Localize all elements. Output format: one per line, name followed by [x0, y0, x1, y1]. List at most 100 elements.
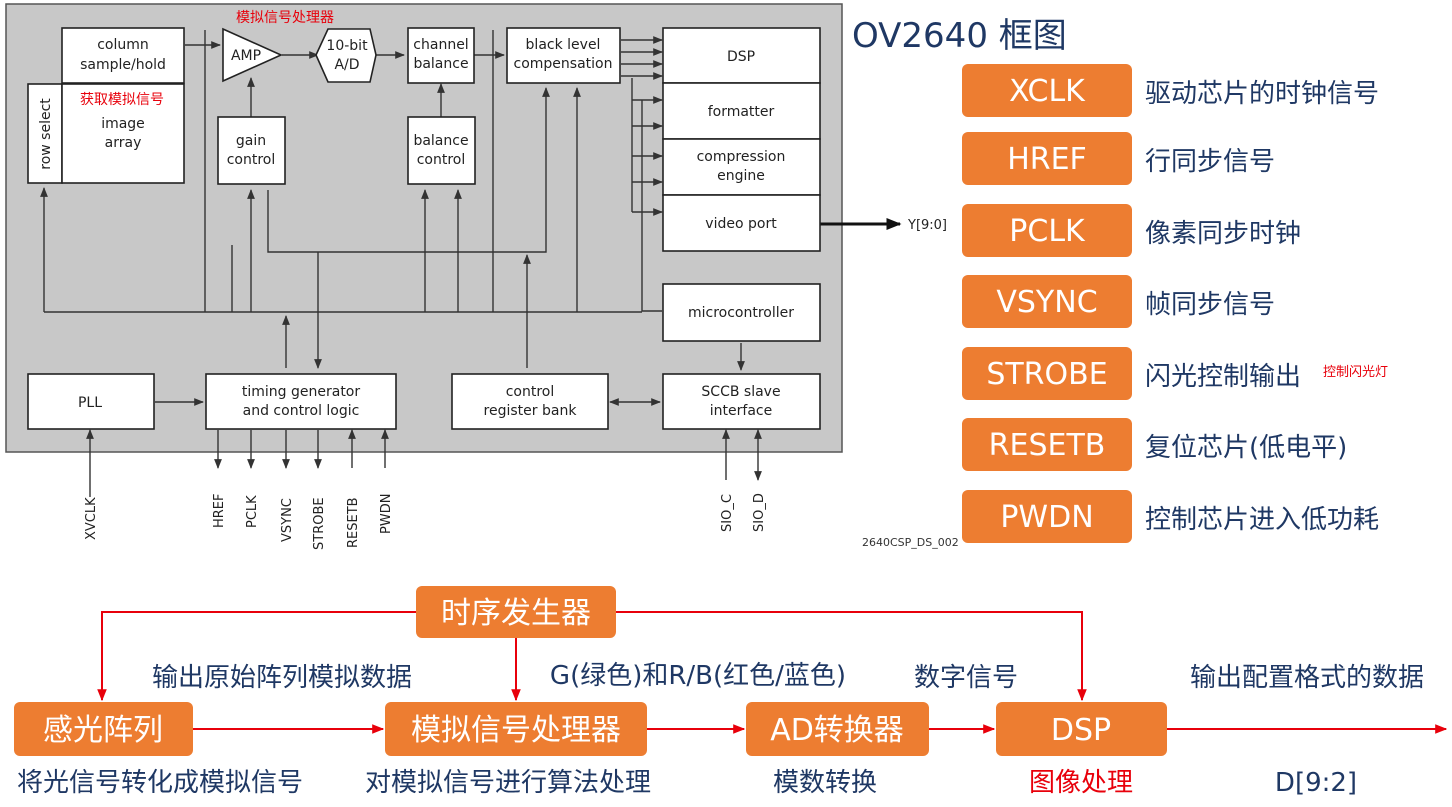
- signal-row-pwdn: PWDN 控制芯片进入低功耗: [962, 490, 1379, 543]
- image-array-line1: image: [101, 116, 145, 132]
- flow-timing-label: 时序发生器: [441, 596, 591, 631]
- doc-id: 2640CSP_DS_002: [862, 536, 959, 549]
- flow-label-rgb: G(绿色)和R/B(红色/蓝色): [550, 661, 846, 691]
- timing-generator-block: timing generator and control logic: [205, 373, 397, 430]
- row-select-label: row select: [38, 98, 54, 170]
- flow-timing-box: 时序发生器: [416, 586, 616, 638]
- adc-line1: 10-bit: [326, 38, 368, 54]
- signal-name: STROBE: [986, 357, 1107, 392]
- signal-name: XCLK: [1009, 74, 1086, 109]
- pin-sio-c: SIO_C: [720, 494, 735, 532]
- pll-label: PLL: [78, 395, 102, 411]
- signal-row-vsync: VSYNC 帧同步信号: [962, 275, 1275, 328]
- control-register-block: control register bank: [451, 373, 609, 430]
- balance-control-line2: control: [417, 152, 466, 168]
- pin-xvclk: XVCLK: [84, 497, 99, 540]
- signal-name: VSYNC: [996, 285, 1097, 320]
- pin-strobe: STROBE: [312, 497, 327, 550]
- dsp-block-label: DSP: [727, 49, 755, 65]
- black-level-line1: black level: [526, 37, 601, 53]
- flow-sensor-box: 感光阵列: [14, 702, 193, 756]
- control-reg-line2: register bank: [484, 403, 578, 419]
- flow-label-digital: 数字信号: [914, 663, 1018, 693]
- amp-label: AMP: [231, 48, 261, 64]
- adc-line2: A/D: [334, 57, 359, 73]
- signal-desc: 闪光控制输出: [1145, 362, 1301, 392]
- flow-label-raw: 输出原始阵列模拟数据: [152, 663, 412, 693]
- flow-analog-label: 模拟信号处理器: [411, 713, 621, 748]
- sccb-block: SCCB slave interface: [662, 373, 821, 430]
- pin-href: HREF: [212, 494, 227, 529]
- balance-control-line1: balance: [413, 133, 468, 149]
- flow-sub-out: D[9:2]: [1275, 768, 1357, 798]
- pin-resetb: RESETB: [346, 497, 361, 548]
- formatter-label: formatter: [708, 104, 775, 120]
- signal-desc: 行同步信号: [1145, 147, 1275, 177]
- black-level-line2: compensation: [514, 56, 613, 72]
- gain-control-line1: gain: [236, 133, 266, 149]
- signal-name: PCLK: [1009, 214, 1086, 249]
- microcontroller-label: microcontroller: [688, 305, 794, 321]
- flow-sub-sensor: 将光信号转化成模拟信号: [17, 768, 303, 798]
- pll-block: PLL: [27, 373, 155, 430]
- signal-desc: 帧同步信号: [1145, 290, 1275, 320]
- pin-sio-d: SIO_D: [752, 493, 767, 532]
- signal-desc: 复位芯片(低电平): [1145, 433, 1347, 463]
- dsp-stack: DSP formatter compression engine video p…: [662, 27, 821, 252]
- strobe-note: 控制闪光灯: [1323, 365, 1388, 380]
- signal-row-xclk: XCLK 驱动芯片的时钟信号: [962, 64, 1379, 117]
- image-array-block: image array: [61, 83, 185, 184]
- row-select-block: row select: [27, 83, 63, 184]
- black-level-block: black level compensation: [506, 27, 621, 84]
- signal-desc: 控制芯片进入低功耗: [1145, 505, 1379, 535]
- timing-line1: timing generator: [242, 384, 360, 400]
- analog-processor-annotation: 模拟信号处理器: [236, 10, 334, 26]
- sccb-line2: interface: [710, 403, 772, 419]
- flow-dsp-label: DSP: [1051, 713, 1111, 748]
- flow-adc-box: AD转换器: [746, 702, 929, 756]
- gain-control-block: gain control: [217, 116, 286, 185]
- column-line1: column: [97, 37, 149, 53]
- balance-control-block: balance control: [407, 116, 476, 185]
- signal-row-resetb: RESETB 复位芯片(低电平): [962, 418, 1347, 471]
- signal-name: HREF: [1007, 142, 1087, 177]
- flow-analog-box: 模拟信号处理器: [385, 702, 647, 756]
- flow-sub-adc: 模数转换: [773, 768, 877, 798]
- y-bus-label: Y[9:0]: [907, 218, 947, 233]
- pin-vsync: VSYNC: [280, 498, 295, 542]
- control-reg-line1: control: [506, 384, 555, 400]
- pin-pclk: PCLK: [245, 495, 260, 528]
- microcontroller-block: microcontroller: [662, 283, 821, 342]
- compression-line2: engine: [717, 168, 765, 184]
- page-title: OV2640 框图: [852, 16, 1067, 56]
- video-port-label: video port: [705, 216, 777, 232]
- signal-row-pclk: PCLK 像素同步时钟: [962, 204, 1301, 257]
- flow-sub-analog: 对模拟信号进行算法处理: [365, 768, 651, 798]
- flow-sensor-label: 感光阵列: [43, 713, 163, 748]
- adc-block: 10-bit A/D: [315, 28, 377, 83]
- capture-analog-annotation: 获取模拟信号: [80, 92, 164, 108]
- timing-line2: and control logic: [243, 403, 360, 419]
- signal-row-href: HREF 行同步信号: [962, 132, 1275, 185]
- signal-desc: 驱动芯片的时钟信号: [1145, 79, 1379, 109]
- signal-name: RESETB: [989, 428, 1106, 463]
- signal-name: PWDN: [1000, 500, 1093, 535]
- flow-adc-label: AD转换器: [770, 713, 904, 748]
- sccb-line1: SCCB slave: [701, 384, 780, 400]
- flow-label-out: 输出配置格式的数据: [1190, 663, 1424, 693]
- pin-pwdn: PWDN: [379, 494, 394, 534]
- channel-balance-line1: channel: [413, 37, 468, 53]
- signal-desc: 像素同步时钟: [1145, 219, 1301, 249]
- signal-row-strobe: STROBE 闪光控制输出 控制闪光灯: [962, 347, 1388, 400]
- column-line2: sample/hold: [80, 57, 166, 73]
- amp-block: AMP: [222, 27, 283, 83]
- channel-balance-line2: balance: [413, 56, 468, 72]
- channel-balance-block: channel balance: [407, 27, 475, 84]
- flow-sub-dsp: 图像处理: [1029, 768, 1133, 798]
- compression-line1: compression: [697, 149, 786, 165]
- block-connections: [40, 30, 902, 497]
- flow-dsp-box: DSP: [996, 702, 1167, 756]
- flow-arrows: [97, 611, 1448, 734]
- column-sample-hold-block: column sample/hold: [61, 27, 185, 84]
